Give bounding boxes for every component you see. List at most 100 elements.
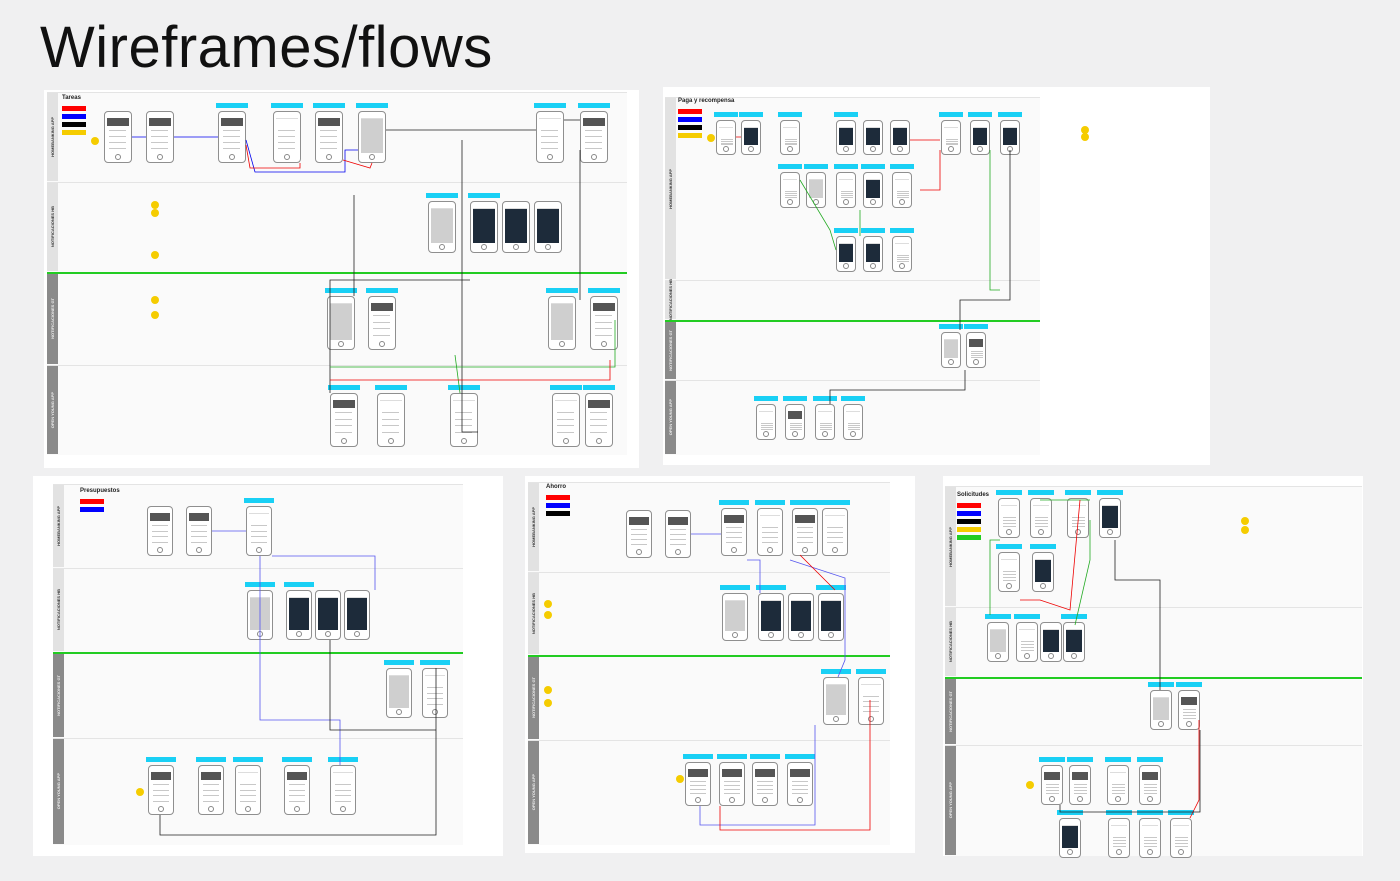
- text-line: [1035, 523, 1049, 524]
- phone-screen: [1102, 505, 1118, 528]
- phone-header: [1044, 772, 1060, 780]
- flow-connector-line: [989, 499, 1091, 626]
- home-button-icon: [870, 199, 876, 205]
- phone-wireframe: [752, 762, 778, 806]
- phone-wireframe: [757, 508, 783, 556]
- screen-label-tag: [683, 754, 713, 759]
- phone-screen: [893, 127, 907, 145]
- text-line: [1046, 793, 1060, 794]
- phone-wireframe: [685, 762, 711, 806]
- swimlane-label: HOMEBANKING APP: [528, 483, 539, 571]
- swimlane-label: OPEN YOUNG APP: [945, 746, 956, 855]
- screen-label-tag: [146, 757, 176, 762]
- text-line: [1113, 840, 1127, 841]
- text-line: [289, 800, 305, 802]
- text-line: [1113, 837, 1127, 838]
- home-button-icon: [1147, 849, 1153, 855]
- phone-wireframe: [1139, 818, 1161, 858]
- phone-wireframe: [104, 111, 132, 163]
- flow-connector-line: [829, 150, 1011, 404]
- phone-wireframe: [792, 508, 818, 556]
- screen-label-tag: [375, 385, 407, 390]
- phone-wireframe: [941, 120, 961, 155]
- home-button-icon: [798, 632, 804, 638]
- start-marker: [544, 611, 552, 619]
- text-line: [557, 412, 574, 413]
- phone-screen: [318, 597, 338, 630]
- text-line: [1183, 712, 1197, 713]
- flow-connector-line: [330, 320, 616, 394]
- text-line: [1144, 840, 1158, 841]
- home-button-icon: [768, 632, 774, 638]
- text-line: [109, 136, 126, 137]
- screen-label-tag: [755, 500, 785, 505]
- text-line: [289, 784, 305, 785]
- start-marker: [151, 296, 159, 304]
- phone-wireframe: [758, 593, 784, 641]
- text-line: [335, 789, 351, 791]
- text-line: [670, 529, 686, 530]
- screen-label-tag: [313, 103, 345, 108]
- home-button-icon: [995, 653, 1001, 659]
- text-line: [841, 197, 853, 198]
- home-button-icon: [1075, 529, 1081, 535]
- screen-label-tag: [813, 396, 837, 401]
- phone-wireframe: [146, 111, 174, 163]
- screen-label-tag: [384, 660, 414, 665]
- screen-label-tag: [588, 288, 620, 293]
- text-line: [1183, 709, 1197, 710]
- screen-label-tag: [271, 103, 303, 108]
- screen-label-tag: [778, 164, 802, 169]
- screen-label-tag: [804, 164, 828, 169]
- phone-wireframe: [787, 762, 813, 806]
- home-button-icon: [828, 632, 834, 638]
- screen-label-tag: [778, 112, 802, 117]
- home-button-icon: [870, 263, 876, 269]
- text-line: [223, 148, 240, 149]
- screen-label-tag: [754, 396, 778, 401]
- screen-label-tag: [1039, 757, 1065, 762]
- phone-wireframe: [741, 120, 761, 155]
- phone-wireframe: [836, 120, 856, 155]
- phone-screen: [1062, 825, 1078, 848]
- swimlane-label: HOMEBANKING APP: [47, 93, 58, 181]
- home-button-icon: [870, 146, 876, 152]
- text-line: [455, 425, 472, 426]
- text-line: [109, 130, 126, 131]
- phone-wireframe: [502, 201, 530, 253]
- screen-label-tag: [420, 660, 450, 665]
- text-line: [1046, 784, 1060, 785]
- phone-wireframe: [1016, 622, 1038, 662]
- text-line: [153, 800, 169, 802]
- swimlane-label: NOTIFICACIONES HB: [53, 569, 64, 651]
- phone-header: [788, 411, 802, 419]
- home-button-icon: [1067, 849, 1073, 855]
- text-line: [946, 142, 958, 144]
- flow-connector-line: [691, 533, 846, 826]
- screen-label-tag: [534, 103, 566, 108]
- home-button-icon: [1116, 849, 1122, 855]
- text-line: [153, 784, 169, 785]
- start-marker: [676, 775, 684, 783]
- phone-wireframe: [1040, 622, 1062, 662]
- phone-screen: [826, 684, 846, 715]
- swimlane-label: OPEN YOUNG APP: [665, 381, 676, 454]
- legend-swatch: [957, 527, 981, 532]
- screen-label-tag: [1065, 490, 1091, 495]
- screen-label-tag: [583, 385, 615, 390]
- phone-wireframe: [344, 590, 370, 640]
- text-line: [382, 431, 399, 433]
- phone-header: [151, 772, 171, 780]
- flow-connector-line: [719, 554, 871, 831]
- phone-wireframe: [716, 120, 736, 155]
- phone-wireframe: [1041, 765, 1063, 805]
- text-line: [762, 527, 778, 528]
- screen-label-tag: [546, 288, 578, 293]
- screen-label-tag: [578, 103, 610, 108]
- home-button-icon: [326, 154, 332, 160]
- text-line: [541, 148, 558, 149]
- phone-screen: [839, 127, 853, 145]
- phone-screen: [551, 303, 573, 340]
- lane-separator: [945, 677, 1362, 679]
- text-line: [153, 795, 169, 796]
